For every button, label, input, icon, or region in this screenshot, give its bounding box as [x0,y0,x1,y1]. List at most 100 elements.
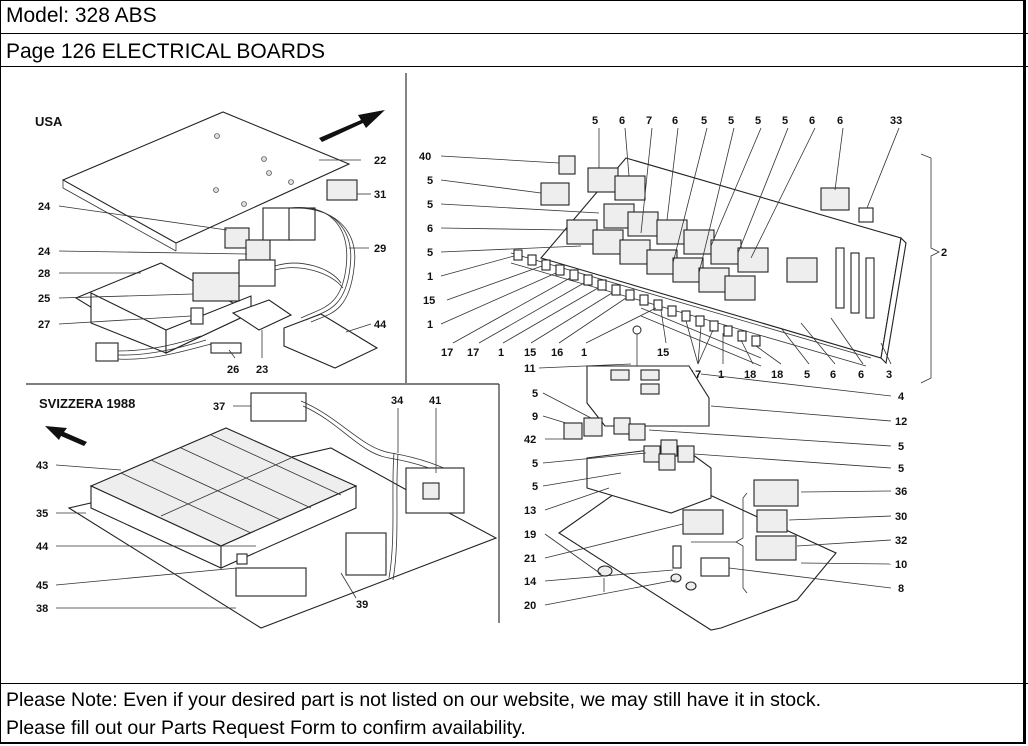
svg-text:41: 41 [429,395,441,407]
callout: 36 [800,486,907,498]
callout: 21 [524,523,684,565]
callout: 38 [36,603,236,615]
svg-text:27: 27 [38,319,50,331]
callout: 1 [581,307,657,359]
callout: 1 [427,255,515,283]
callout: 5 [693,453,904,475]
callout: 6 [750,115,816,259]
callout: 5 [427,245,582,259]
callout: 44 [36,541,256,553]
callout: 25 [38,293,194,305]
svg-text:39: 39 [356,599,368,611]
svg-text:8: 8 [898,583,904,595]
relay-part [558,155,576,175]
module-part [235,567,307,597]
relay-part [192,272,240,302]
callout: 10 [800,559,907,571]
svg-text:24: 24 [38,201,51,213]
callout: 16 [551,297,627,359]
svg-text:1: 1 [718,369,724,381]
svg-text:10: 10 [895,559,907,571]
svg-text:9: 9 [532,411,538,423]
svg-text:5: 5 [782,115,788,127]
svg-text:45: 45 [36,580,48,592]
callout: 43 [36,460,122,472]
svg-text:5: 5 [532,481,538,493]
svg-text:19: 19 [524,529,536,541]
relay-part [563,422,583,440]
callout: 8 [728,567,904,595]
stock-note: Please Note: Even if your desired part i… [0,683,1028,744]
svg-text:36: 36 [895,486,907,498]
callout: 20 [524,579,677,612]
parts-diagram: USA [1,68,1024,683]
svg-text:12: 12 [895,416,907,428]
relay-part [756,509,788,533]
callout: 5 [592,115,600,168]
mounting-plate-part [61,111,351,244]
svg-text:5: 5 [427,199,433,211]
svg-text:5: 5 [898,463,904,475]
svg-text:37: 37 [213,401,225,413]
relay-part [820,187,850,211]
callout: 26 [227,349,239,376]
region-svizzera: SVIZZERA 1988 37 34 41 43 3 [36,392,498,629]
svg-text:16: 16 [551,347,563,359]
svg-text:6: 6 [672,115,678,127]
svg-text:18: 18 [771,369,783,381]
callout: 5 [648,429,904,453]
svg-text:5: 5 [804,369,810,381]
svg-text:5: 5 [898,441,904,453]
callout: 19 [524,529,602,575]
callout: 1 [718,333,724,381]
callout: 6 [830,317,864,381]
callout: 34 [391,395,404,453]
callout: 5 [710,115,762,247]
callout: 45 [36,567,238,592]
svg-text:44: 44 [36,541,49,553]
region-title-svizzera: SVIZZERA 1988 [39,396,135,411]
svg-text:13: 13 [524,505,536,517]
loose-fuses [513,249,761,347]
svg-text:5: 5 [532,388,538,400]
callout: 30 [788,511,907,523]
svg-text:26: 26 [227,364,239,376]
arrow-up-right-icon [319,110,385,142]
svg-text:34: 34 [391,395,404,407]
callout: 15 [657,309,669,359]
model-row: Model: 328 ABS [0,0,1028,34]
svg-text:17: 17 [467,347,479,359]
svg-text:40: 40 [419,151,431,163]
svg-text:5: 5 [755,115,761,127]
relay-part [700,557,730,577]
relay-part [677,445,695,463]
callout: 5 [532,388,592,419]
region-title-usa: USA [35,114,63,129]
svg-text:1: 1 [427,319,433,331]
svg-text:24: 24 [38,246,51,258]
svg-text:15: 15 [524,347,536,359]
callout: 5 [780,327,810,381]
callout: 37 [213,401,251,413]
module-box-part [283,313,379,369]
callout: 5 [737,115,789,254]
svg-text:11: 11 [524,363,536,375]
callout: 17 [467,282,585,359]
svg-text:38: 38 [36,603,48,615]
svg-text:1: 1 [427,271,433,283]
svg-text:30: 30 [895,511,907,523]
callout: 29 [349,243,386,255]
svg-text:5: 5 [532,458,538,470]
callout: 32 [796,535,907,547]
module-part [231,299,293,331]
relay-part [755,535,797,561]
relay-part [326,179,358,201]
svg-text:43: 43 [36,460,48,472]
svg-text:20: 20 [524,600,536,612]
relay-part [613,417,631,435]
callout: 15 [423,265,543,307]
callout: 39 [340,572,368,611]
region-usa: USA [35,110,387,376]
relay-part [753,479,799,507]
region-main-board: 5 6 7 6 5 5 5 5 6 6 33 40 5 5 6 5 1 15 1… [419,115,947,384]
